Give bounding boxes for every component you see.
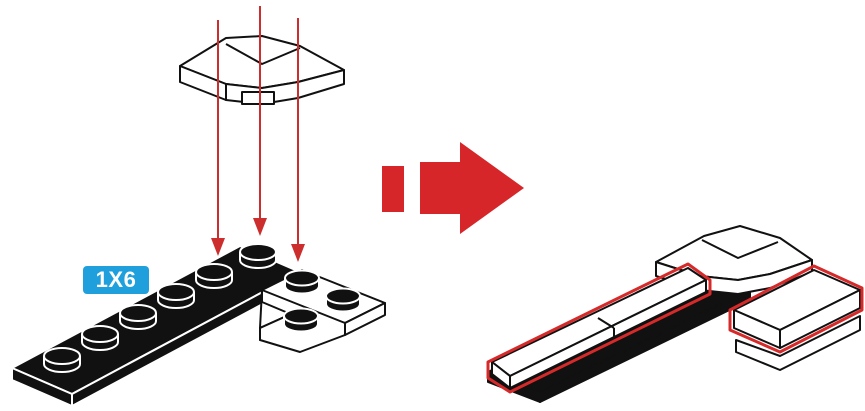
- black-1x6-plate: [12, 244, 300, 406]
- after-assembly: [488, 226, 862, 402]
- stud: [326, 289, 360, 312]
- stud: [284, 309, 318, 332]
- stud: [82, 326, 118, 350]
- stud: [120, 305, 156, 329]
- part-size-label: 1X6: [83, 266, 149, 294]
- stud: [240, 244, 276, 268]
- stud: [158, 284, 194, 308]
- stud: [44, 348, 80, 372]
- right-arrow-icon: [382, 142, 524, 234]
- stud: [196, 264, 232, 288]
- white-angled-tile: [180, 36, 344, 104]
- before-assembly: [12, 6, 385, 406]
- stud: [285, 271, 319, 294]
- white-corner-plate: [260, 270, 385, 352]
